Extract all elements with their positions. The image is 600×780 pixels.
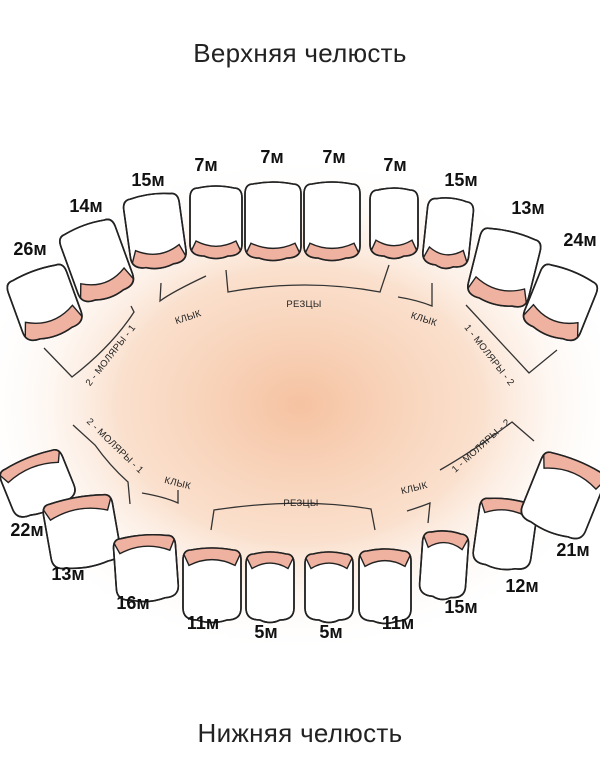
mouth-glow [0,155,600,655]
upper-tooth-age-label: 7м [383,155,406,175]
group-bracket [72,424,131,505]
upper-tooth-age-label: 15м [131,170,164,190]
lower-tooth [304,551,354,624]
lower-tooth-age-label: 16м [116,593,149,613]
lower-tooth-age-label: 15м [444,597,477,617]
upper-tooth [519,263,599,347]
lower-tooth-age-label: 5м [254,622,277,642]
upper-tooth [464,227,542,312]
group-bracket [141,490,179,505]
upper-tooth-age-label: 7м [194,155,217,175]
upper-tooth [244,181,302,262]
lower-tooth-age-label: 22м [10,520,43,540]
group-bracket [225,264,390,293]
lower-tooth [520,448,600,540]
upper-tooth [6,263,86,347]
group-bracket [465,304,558,374]
upper-tooth-age-label: 26м [13,239,46,259]
upper-tooth-age-label: 14м [69,196,102,216]
lower-group-label: РЕЗЦЫ [283,498,318,509]
group-brackets [43,264,558,531]
lower-tooth [182,547,242,624]
upper-group-label: РЕЗЦЫ [286,299,321,310]
upper-tooth-age-label: 13м [511,198,544,218]
lower-tooth-age-label: 11м [382,613,414,633]
group-bracket [43,305,135,378]
upper-tooth-age-label: 7м [260,147,283,167]
group-bracket [439,421,535,471]
group-bracket [159,275,207,303]
upper-tooth-age-label: 7м [322,147,345,167]
lower-tooth-age-label: 11м [187,613,219,633]
lower-jaw-title: Нижняя челюсть [197,718,403,748]
lower-tooth [245,551,295,624]
lower-tooth [41,491,122,570]
group-bracket [406,501,431,524]
group-bracket [397,283,433,307]
lower-tooth-age-label: 12м [505,576,538,596]
lower-tooth [418,529,470,601]
upper-tooth [369,187,419,260]
upper-tooth-age-label: 24м [563,230,596,250]
upper-tooth-age-label: 15м [444,170,477,190]
upper-tooth [189,185,243,260]
lower-tooth-age-label: 5м [319,622,342,642]
lower-tooth-age-label: 13м [51,564,84,584]
lower-tooth [358,548,412,625]
upper-tooth [303,181,361,262]
lower-tooth-age-label: 21м [556,540,589,560]
group-bracket [210,502,376,531]
upper-jaw-title: Верхняя челюсть [193,38,407,68]
